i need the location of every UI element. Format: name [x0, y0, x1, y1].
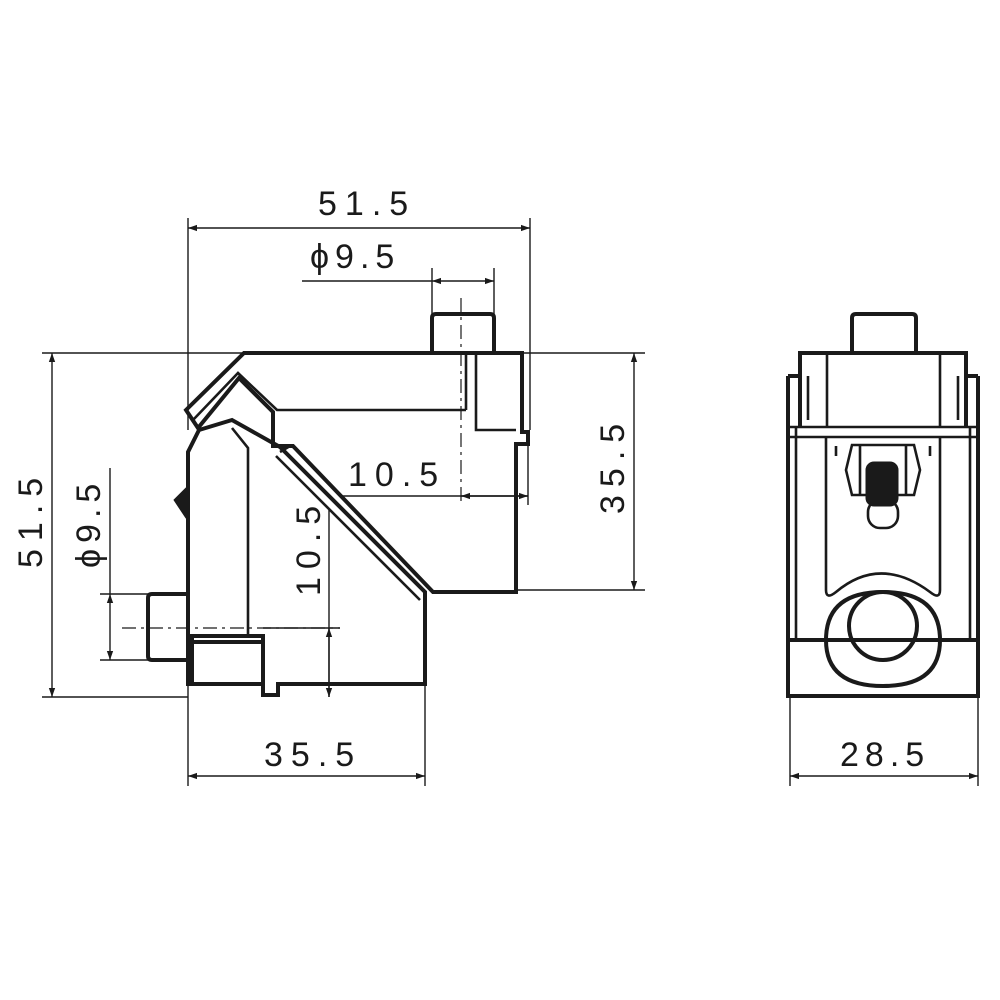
- dim-offset-vertical: 10.5: [290, 498, 328, 596]
- side-hole-surround: [823, 589, 943, 689]
- bottom-block: [188, 634, 265, 684]
- top-stud: [430, 312, 496, 353]
- dim-side-hole: ϕ9.5: [70, 478, 108, 568]
- side-body-rails: [786, 374, 980, 696]
- side-hole: [847, 590, 919, 662]
- side-top-cap: [798, 351, 968, 427]
- dim-top-hole: ϕ9.5: [310, 238, 400, 276]
- top-arm-endcap: [464, 353, 516, 432]
- side-inner-window: [824, 437, 942, 597]
- diagonal-inner-ridge: [275, 455, 421, 601]
- dim-offset-horizontal: 10.5: [348, 456, 446, 494]
- side-view: [786, 312, 980, 698]
- dim-overall-width: 51.5: [318, 185, 416, 223]
- side-body-inner-rails: [788, 425, 978, 640]
- dim-side-view-width: 28.5: [840, 736, 930, 774]
- dim-overall-height: 51.5: [12, 470, 50, 568]
- side-dimensions: [789, 696, 979, 786]
- front-dimensions: [42, 218, 645, 786]
- side-nut: [844, 443, 922, 497]
- side-bolt-tip: [866, 498, 900, 530]
- left-stud: [146, 592, 188, 662]
- top-arm-bevel: [192, 371, 466, 421]
- dim-bottom-width: 35.5: [264, 736, 362, 774]
- front-view: [122, 298, 530, 697]
- dim-right-height: 35.5: [594, 416, 632, 514]
- diagonal-inner-edge: [230, 427, 291, 636]
- set-screw-tip: [173, 487, 189, 519]
- diagonal-body-outline: [186, 417, 427, 697]
- side-top-cap-inner: [806, 353, 960, 427]
- side-bolt: [865, 461, 899, 507]
- top-arm-outline: [183, 351, 530, 594]
- side-top-stud: [850, 312, 918, 353]
